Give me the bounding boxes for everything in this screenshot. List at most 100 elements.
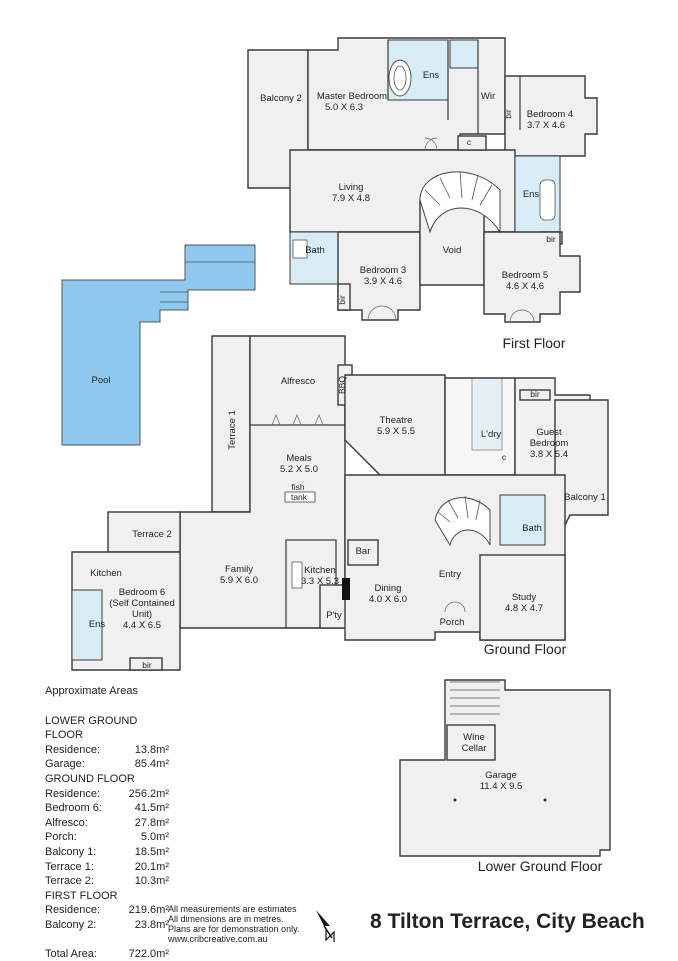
label-bedroom-4: Bedroom 4 xyxy=(527,109,573,120)
label-study: Study xyxy=(512,592,537,603)
label-bir-first: bir xyxy=(503,109,513,119)
area-label: Residence: xyxy=(45,903,123,918)
label-bir-unit: bir xyxy=(142,660,152,670)
label-alfresco: Alfresco xyxy=(281,376,315,387)
label-master-bedroom: Master Bedroom xyxy=(317,91,387,102)
label-living: Living xyxy=(339,182,364,193)
label-lower-ground-floor: Lower Ground Floor xyxy=(478,858,603,874)
label-bath-first: Bath xyxy=(305,245,325,256)
label-guest-dim: 3.8 X 5.4 xyxy=(530,449,568,460)
disclaimer: All measurements are estimates All dimen… xyxy=(168,904,299,944)
label-pantry: P'ty xyxy=(326,610,342,621)
areas-row: Residence:13.8m² xyxy=(45,743,205,758)
label-entry: Entry xyxy=(439,569,461,580)
label-guest: Guest xyxy=(536,427,562,438)
bath-ground-tiles xyxy=(500,495,545,545)
disclaimer-website: www.cribcreative.com.au xyxy=(168,934,299,944)
area-label: Porch: xyxy=(45,830,123,845)
property-address: 8 Tilton Terrace, City Beach xyxy=(370,910,645,934)
area-value: 10.3m² xyxy=(123,874,169,889)
label-guest-bedroom: Bedroom xyxy=(530,438,569,449)
label-first-floor: First Floor xyxy=(503,335,566,351)
areas-row: Balcony 1:18.5m² xyxy=(45,845,205,860)
area-value: 41.5m² xyxy=(123,801,169,816)
label-bedroom-3-dim: 3.9 X 4.6 xyxy=(364,276,402,287)
label-garage: Garage xyxy=(485,770,517,781)
label-bedroom-6: Bedroom 6 xyxy=(119,587,165,598)
area-label: Garage: xyxy=(45,757,123,772)
area-value: 256.2m² xyxy=(123,787,169,802)
label-bedroom-6-sub2: Unit) xyxy=(132,609,152,620)
area-label: Alfresco: xyxy=(45,816,123,831)
label-family: Family xyxy=(225,564,253,575)
label-kitchen-dim: 3.3 X 5.3 xyxy=(301,576,339,587)
label-laundry: L'dry xyxy=(481,429,502,440)
total-area-value: 722.0m² xyxy=(123,947,169,961)
label-terrace-2: Terrace 2 xyxy=(132,529,172,540)
label-theatre-dim: 5.9 X 5.5 xyxy=(377,426,415,437)
areas-row: Porch:5.0m² xyxy=(45,830,205,845)
area-label: Balcony 1: xyxy=(45,845,123,860)
label-garage-dim: 11.4 X 9.5 xyxy=(480,781,523,792)
areas-row: Alfresco:27.8m² xyxy=(45,816,205,831)
label-bar: Bar xyxy=(356,546,371,557)
areas-total-row: Total Area:722.0m² xyxy=(45,947,205,961)
label-kitchen: Kitchen xyxy=(304,565,336,576)
area-value: 27.8m² xyxy=(123,816,169,831)
label-bedroom-6-sub1: (Self Contained xyxy=(109,598,174,609)
label-bir-bed3: bir xyxy=(337,295,347,305)
label-bedroom-5-dim: 4.6 X 4.6 xyxy=(506,281,544,292)
areas-heading-ground: GROUND FLOOR xyxy=(45,772,205,787)
label-kitchen-unit: Kitchen xyxy=(90,568,122,579)
label-bath-ground: Bath xyxy=(522,523,542,534)
label-cellar: Cellar xyxy=(462,743,487,754)
label-bedroom-4-dim: 3.7 X 4.6 xyxy=(527,120,565,131)
label-pool: Pool xyxy=(91,375,110,386)
label-dining: Dining xyxy=(375,583,402,594)
label-ground-floor: Ground Floor xyxy=(484,641,567,657)
area-label: Terrace 2: xyxy=(45,874,123,889)
areas-heading-lower-ground-1: LOWER GROUND xyxy=(45,714,205,729)
label-meals: Meals xyxy=(286,453,312,464)
area-value: 23.8m² xyxy=(123,918,169,933)
label-family-dim: 5.9 X 6.0 xyxy=(220,575,258,586)
label-void: Void xyxy=(443,245,462,256)
area-value: 20.1m² xyxy=(123,860,169,875)
label-fish: fish xyxy=(291,482,305,492)
areas-row: Terrace 1:20.1m² xyxy=(45,860,205,875)
garage-area xyxy=(400,680,610,856)
area-label: Residence: xyxy=(45,743,123,758)
label-wir: Wir xyxy=(481,91,495,102)
areas-heading-first: FIRST FLOOR xyxy=(45,889,205,904)
area-label: Residence: xyxy=(45,787,123,802)
area-label: Balcony 2: xyxy=(45,918,123,933)
label-master-bedroom-dim: 5.0 X 6.3 xyxy=(325,102,363,113)
areas-row: Garage:85.4m² xyxy=(45,757,205,772)
label-master-ensuite: Ens xyxy=(423,70,440,81)
label-ensuite-2: Ens xyxy=(523,189,540,200)
disclaimer-line: All measurements are estimates xyxy=(168,904,299,914)
area-value: 18.5m² xyxy=(123,845,169,860)
label-terrace-1: Terrace 1 xyxy=(227,410,238,450)
label-living-dim: 7.9 X 4.8 xyxy=(332,193,370,204)
label-balcony-1: Balcony 1 xyxy=(564,492,606,503)
label-dining-dim: 4.0 X 6.0 xyxy=(369,594,407,605)
areas-row: Bedroom 6:41.5m² xyxy=(45,801,205,816)
disclaimer-line: All dimensions are in metres. xyxy=(168,914,299,924)
label-meals-dim: 5.2 X 5.0 xyxy=(280,464,318,475)
areas-row: Terrace 2:10.3m² xyxy=(45,874,205,889)
c-cupboard-first xyxy=(458,136,486,150)
area-value: 85.4m² xyxy=(123,757,169,772)
label-bedroom-3: Bedroom 3 xyxy=(360,265,406,276)
area-value: 13.8m² xyxy=(123,743,169,758)
label-bbq: BBQ xyxy=(337,376,347,394)
label-study-dim: 4.8 X 4.7 xyxy=(505,603,543,614)
lower-ground-floor-plan xyxy=(400,680,610,856)
label-theatre: Theatre xyxy=(380,415,413,426)
areas-title: Approximate Areas xyxy=(45,684,205,699)
disclaimer-line: Plans are for demonstration only. xyxy=(168,924,299,934)
label-bir-guest: bir xyxy=(530,389,540,399)
label-balcony-2: Balcony 2 xyxy=(260,93,302,104)
area-label: Bedroom 6: xyxy=(45,801,123,816)
label-wine: Wine xyxy=(463,732,485,743)
